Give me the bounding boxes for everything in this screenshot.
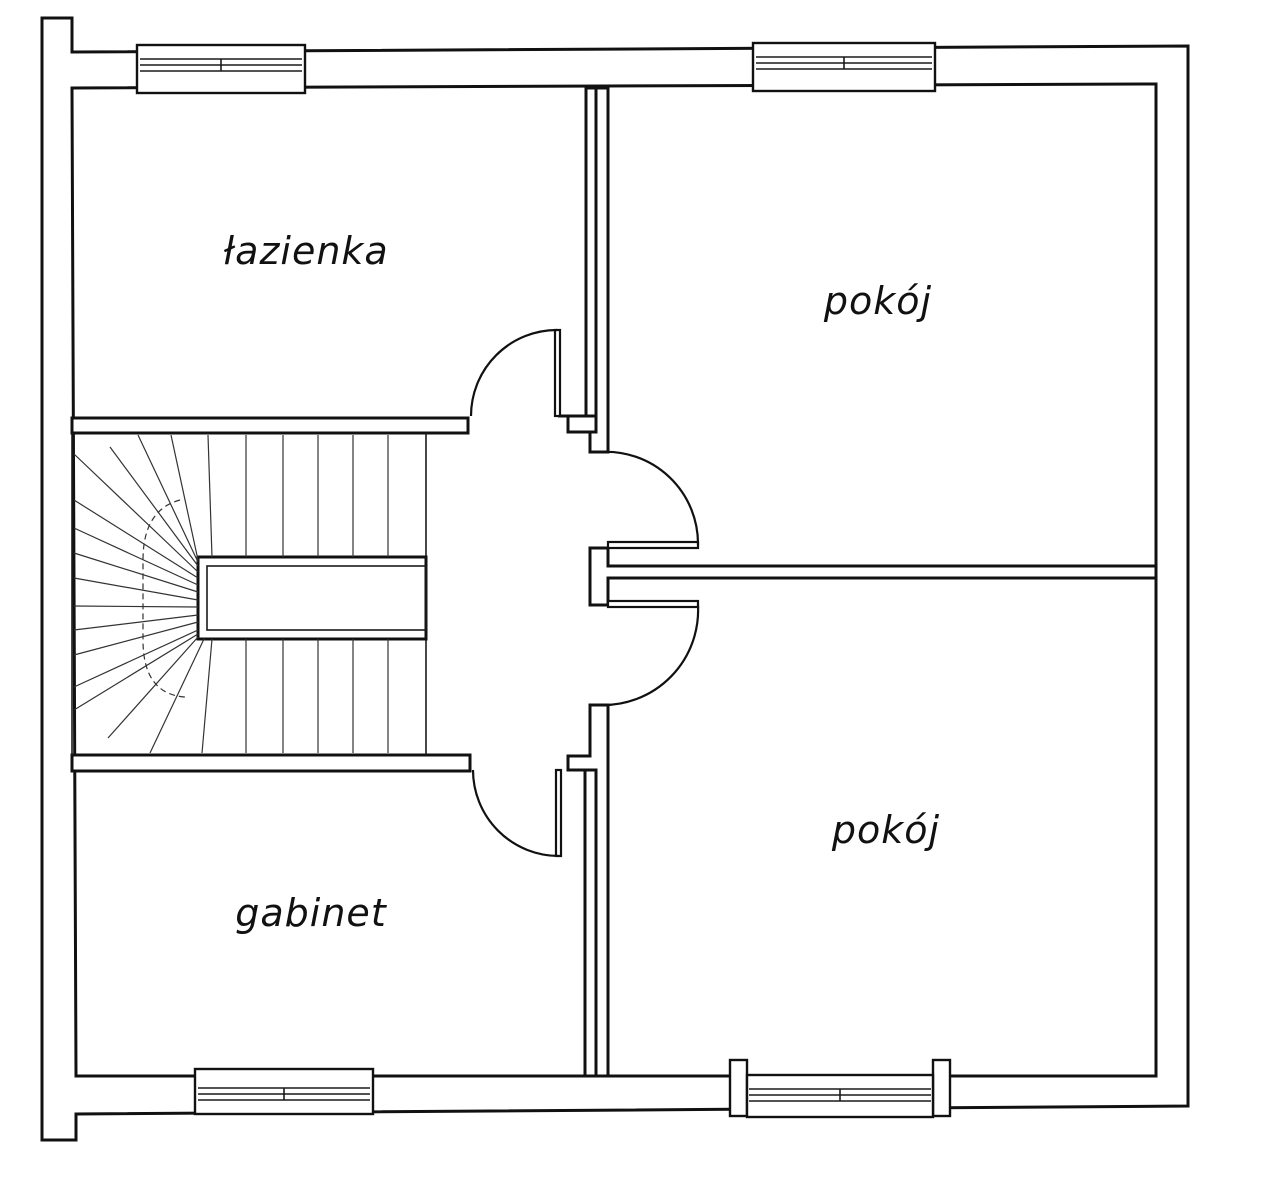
stair-tread xyxy=(73,499,199,579)
stair-tread xyxy=(73,614,199,631)
stair-tread xyxy=(73,621,199,656)
wall-bathroom-stair xyxy=(70,416,470,435)
stair-tread xyxy=(73,552,199,593)
wall-corridor-notch-top xyxy=(558,414,598,434)
stair-tread xyxy=(137,434,199,563)
stair-tread xyxy=(73,577,199,601)
stair-tread xyxy=(73,629,199,688)
stair-tread xyxy=(73,633,199,711)
door-bathroom xyxy=(469,328,562,418)
door-study xyxy=(471,768,563,858)
stair-tread xyxy=(73,527,199,586)
staircase xyxy=(71,433,428,755)
stair-tread xyxy=(109,446,199,567)
stair-tread xyxy=(149,638,205,754)
room-label-bathroom: łazienka xyxy=(223,229,388,273)
stair-tread xyxy=(73,453,199,573)
wall-central-mid xyxy=(588,546,1158,607)
stair-tread xyxy=(170,434,199,561)
stair-tread xyxy=(107,636,199,739)
window-bottom-left xyxy=(193,1067,375,1116)
window-top-right xyxy=(751,41,937,93)
stair-tread xyxy=(73,605,199,608)
stair-landing-core xyxy=(196,555,428,641)
door-room-top xyxy=(599,450,700,550)
window-top-left xyxy=(135,43,307,95)
stair-tread xyxy=(201,638,213,754)
stair-tread xyxy=(207,434,213,558)
window-bottom-right xyxy=(728,1058,952,1119)
room-label-study: gabinet xyxy=(235,891,388,935)
room-label-room-top: pokój xyxy=(823,279,932,323)
door-room-bottom xyxy=(599,599,700,707)
wall-study-east xyxy=(583,768,598,1078)
wall-stair-study xyxy=(70,753,472,773)
room-label-room-bottom: pokój xyxy=(831,808,940,852)
wall-central xyxy=(588,86,610,454)
